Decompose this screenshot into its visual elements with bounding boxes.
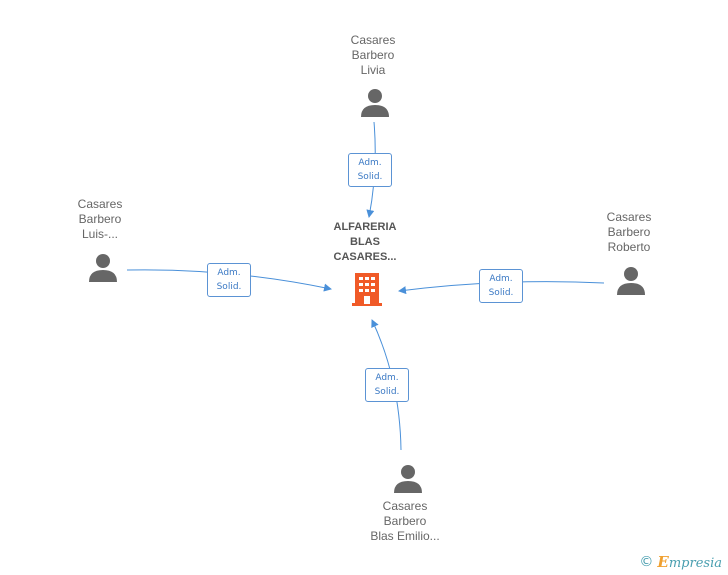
person-name-line: Luis-... (81, 227, 118, 241)
person-icon-top[interactable] (360, 87, 390, 117)
person-name-line: Barbero (383, 514, 427, 528)
brand-initial: E (657, 553, 669, 571)
person-name-bottom[interactable]: Casares Barbero Blas Emilio... (335, 499, 475, 544)
person-name-line: Casares (606, 210, 652, 224)
person-name-right[interactable]: Casares Barbero Roberto (559, 210, 699, 255)
relation-role-line: Solid. (357, 172, 383, 182)
person-icon-bottom[interactable] (393, 463, 423, 493)
relation-badge-top[interactable]: Adm. Solid. (348, 153, 392, 187)
relation-badge-left[interactable]: Adm. Solid. (207, 263, 251, 297)
company-name[interactable]: ALFARERIA BLAS CASARES... (305, 220, 425, 265)
copyright-icon: © (639, 554, 654, 570)
person-name-line: Barbero (607, 225, 651, 239)
company-name-line: ALFARERIA (333, 221, 397, 233)
company-name-line: CASARES... (333, 251, 397, 263)
brand-logo: Empresia (657, 553, 722, 571)
person-name-left[interactable]: Casares Barbero Luis-... (30, 197, 170, 242)
footer-brand[interactable]: © Empresia (639, 553, 722, 571)
person-icon-left[interactable] (88, 252, 118, 282)
brand-rest: mpresia (668, 556, 722, 571)
relation-role-line: Solid. (216, 282, 242, 292)
person-name-line: Casares (350, 33, 396, 47)
person-name-line: Casares (77, 197, 123, 211)
person-icon-right[interactable] (616, 265, 646, 295)
relation-role-line: Adm. (217, 268, 241, 278)
relation-role-line: Solid. (374, 387, 400, 397)
person-name-line: Barbero (351, 48, 395, 62)
relation-role-line: Adm. (358, 158, 382, 168)
relation-role-line: Adm. (489, 274, 513, 284)
person-name-line: Livia (360, 63, 386, 77)
person-name-line: Roberto (607, 240, 651, 254)
person-name-line: Blas Emilio... (370, 529, 440, 543)
person-name-line: Casares (382, 499, 428, 513)
relation-role-line: Solid. (488, 288, 514, 298)
relation-role-line: Adm. (375, 373, 399, 383)
relation-badge-bottom[interactable]: Adm. Solid. (365, 368, 409, 402)
person-name-line: Barbero (78, 212, 122, 226)
company-name-line: BLAS (350, 236, 380, 248)
building-icon[interactable] (352, 272, 382, 306)
relation-badge-right[interactable]: Adm. Solid. (479, 269, 523, 303)
person-name-top[interactable]: Casares Barbero Livia (303, 33, 443, 78)
